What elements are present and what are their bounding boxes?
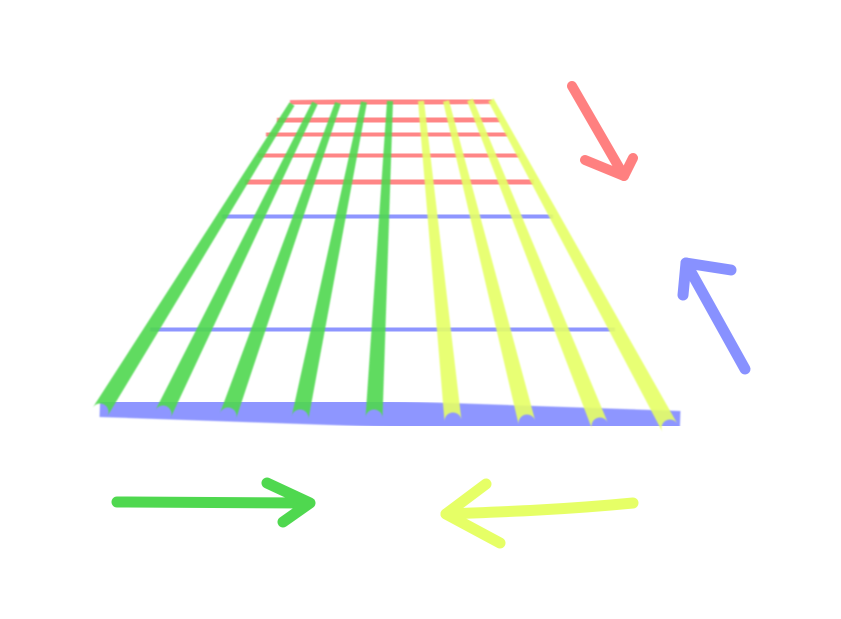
- green-line: [155, 101, 318, 418]
- red-arrow-shaft: [567, 81, 629, 181]
- yellow-arrow-head: [440, 478, 506, 549]
- green-line: [92, 102, 295, 417]
- yellow-arrow-icon: [440, 478, 639, 549]
- green-arrow-head: [261, 477, 316, 528]
- yellow-line: [488, 98, 678, 433]
- direction-arrows: [111, 81, 751, 549]
- green-line: [291, 101, 367, 420]
- yellow-line: [418, 100, 462, 422]
- yellow-line: [467, 98, 608, 430]
- green-arrow-shaft: [111, 496, 313, 509]
- blue-arrow-shaft: [680, 257, 751, 375]
- red-arrow-head: [580, 153, 638, 181]
- blue-arrow-head: [677, 257, 737, 301]
- red-arrow-icon: [567, 81, 638, 181]
- vertical-lines: [92, 98, 678, 433]
- blue-line: [99, 391, 681, 437]
- green-arrow-icon: [111, 477, 316, 528]
- green-line: [365, 100, 393, 419]
- yellow-arrow-shaft: [440, 497, 639, 520]
- yellow-line: [443, 100, 536, 426]
- green-line: [219, 102, 341, 419]
- blue-arrow-icon: [677, 257, 751, 375]
